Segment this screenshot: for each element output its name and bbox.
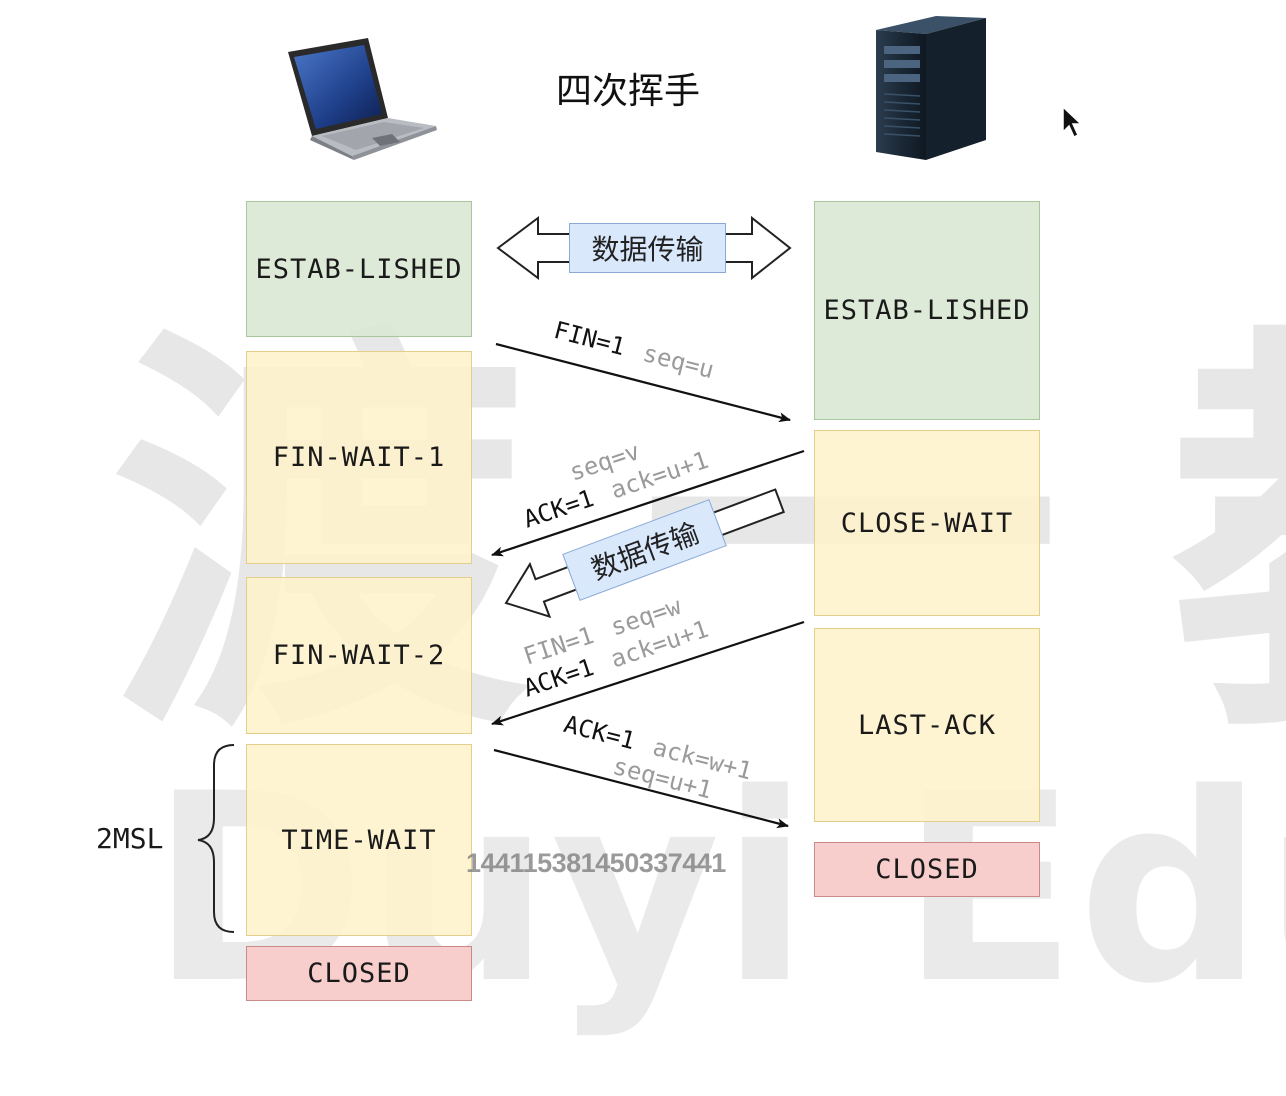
server-state-established: ESTAB-LISHED (814, 201, 1040, 420)
ack2-flag: ACK=1 (560, 710, 638, 756)
client-state-label: FIN-WAIT-1 (272, 442, 446, 473)
client-state-label: ESTAB-LISHED (255, 253, 463, 285)
fin1-seq: seq=u (639, 339, 717, 385)
fin1-label: FIN=1 seq=u (551, 316, 717, 384)
data-transfer-text: 数据传输 (586, 516, 704, 587)
client-state-established: ESTAB-LISHED (246, 201, 472, 337)
client-state-label: CLOSED (307, 958, 411, 989)
data-transfer-label-top: 数据传输 (569, 223, 726, 273)
server-state-label: ESTAB-LISHED (823, 295, 1031, 326)
ack1-flag: ACK=1 (520, 484, 598, 534)
msl-brace (197, 744, 235, 933)
client-state-label: TIME-WAIT (281, 824, 437, 856)
client-state-label: FIN-WAIT-2 (272, 640, 446, 671)
msl-label: 2MSL (96, 822, 164, 855)
data-transfer-text: 数据传输 (591, 233, 704, 266)
server-state-last-ack: LAST-ACK (814, 628, 1040, 822)
diagram-title: 四次挥手 (556, 71, 701, 112)
data-transfer-label-middle: 数据传输 (562, 499, 727, 601)
server-state-label: CLOSE-WAIT (840, 507, 1014, 539)
overlay-number: 144115381450337441 (466, 848, 726, 878)
client-state-closed: CLOSED (246, 946, 472, 1001)
fin1-flag: FIN=1 (550, 316, 628, 362)
client-state-time-wait: TIME-WAIT (246, 744, 472, 936)
client-state-fin-wait-1: FIN-WAIT-1 (246, 351, 472, 564)
server-state-close-wait: CLOSE-WAIT (814, 430, 1040, 616)
server-state-label: LAST-ACK (857, 709, 997, 741)
server-state-closed: CLOSED (814, 842, 1040, 897)
client-state-fin-wait-2: FIN-WAIT-2 (246, 577, 472, 734)
server-state-label: CLOSED (875, 854, 979, 885)
